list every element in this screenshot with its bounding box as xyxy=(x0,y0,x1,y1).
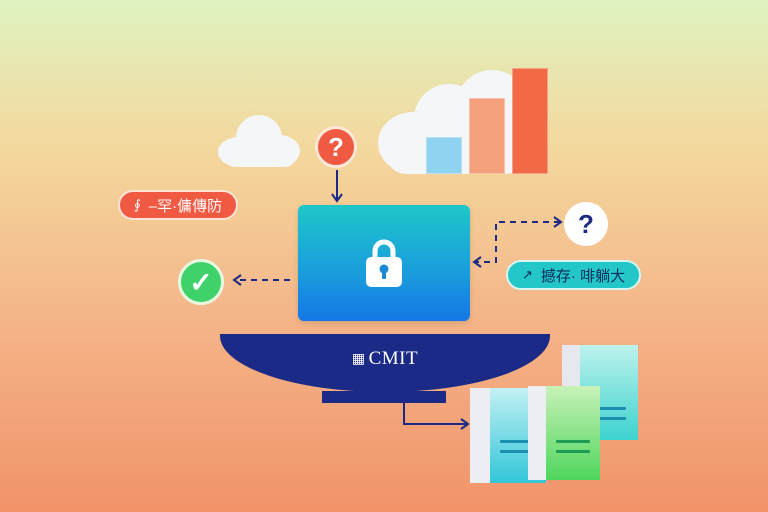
server-front-right xyxy=(528,386,600,480)
question-icon-top: ? xyxy=(315,126,357,168)
brand-logo-icon: ▦ xyxy=(351,352,366,367)
label-pill-left-text: –罕·傭傳防 xyxy=(148,197,223,215)
monitor-screen xyxy=(298,205,470,321)
lock-icon xyxy=(366,239,402,287)
label-pill-right: ↗ 撼存· 啡躺大 xyxy=(506,260,642,290)
cloud-left xyxy=(218,115,300,167)
question-mark: ? xyxy=(328,131,344,162)
check-mark: ✓ xyxy=(189,266,213,298)
brand-label: ▦CMIT xyxy=(220,348,550,370)
label-pill-right-text: 撼存· 啡躺大 xyxy=(540,267,626,285)
bar-3 xyxy=(512,68,548,174)
brand-text: CMIT xyxy=(368,348,419,369)
monitor-stand xyxy=(322,391,446,403)
monitor-base: ▦CMIT xyxy=(220,334,550,392)
bar-chart xyxy=(426,68,550,174)
bar-2 xyxy=(469,98,505,174)
dashed-connector-icon xyxy=(472,216,563,268)
label-pill-left: ∮ –罕·傭傳防 xyxy=(118,190,239,220)
question-icon-right: ? xyxy=(564,202,608,246)
question-mark: ? xyxy=(578,208,594,239)
arrow-down-icon xyxy=(331,170,343,203)
arrow-to-servers-icon xyxy=(403,402,470,430)
bar-1 xyxy=(426,137,462,174)
check-icon: ✓ xyxy=(178,259,224,305)
trend-icon: ↗ xyxy=(522,267,533,282)
arrow-left-icon xyxy=(232,274,294,286)
tag-icon: ∮ xyxy=(134,197,141,212)
